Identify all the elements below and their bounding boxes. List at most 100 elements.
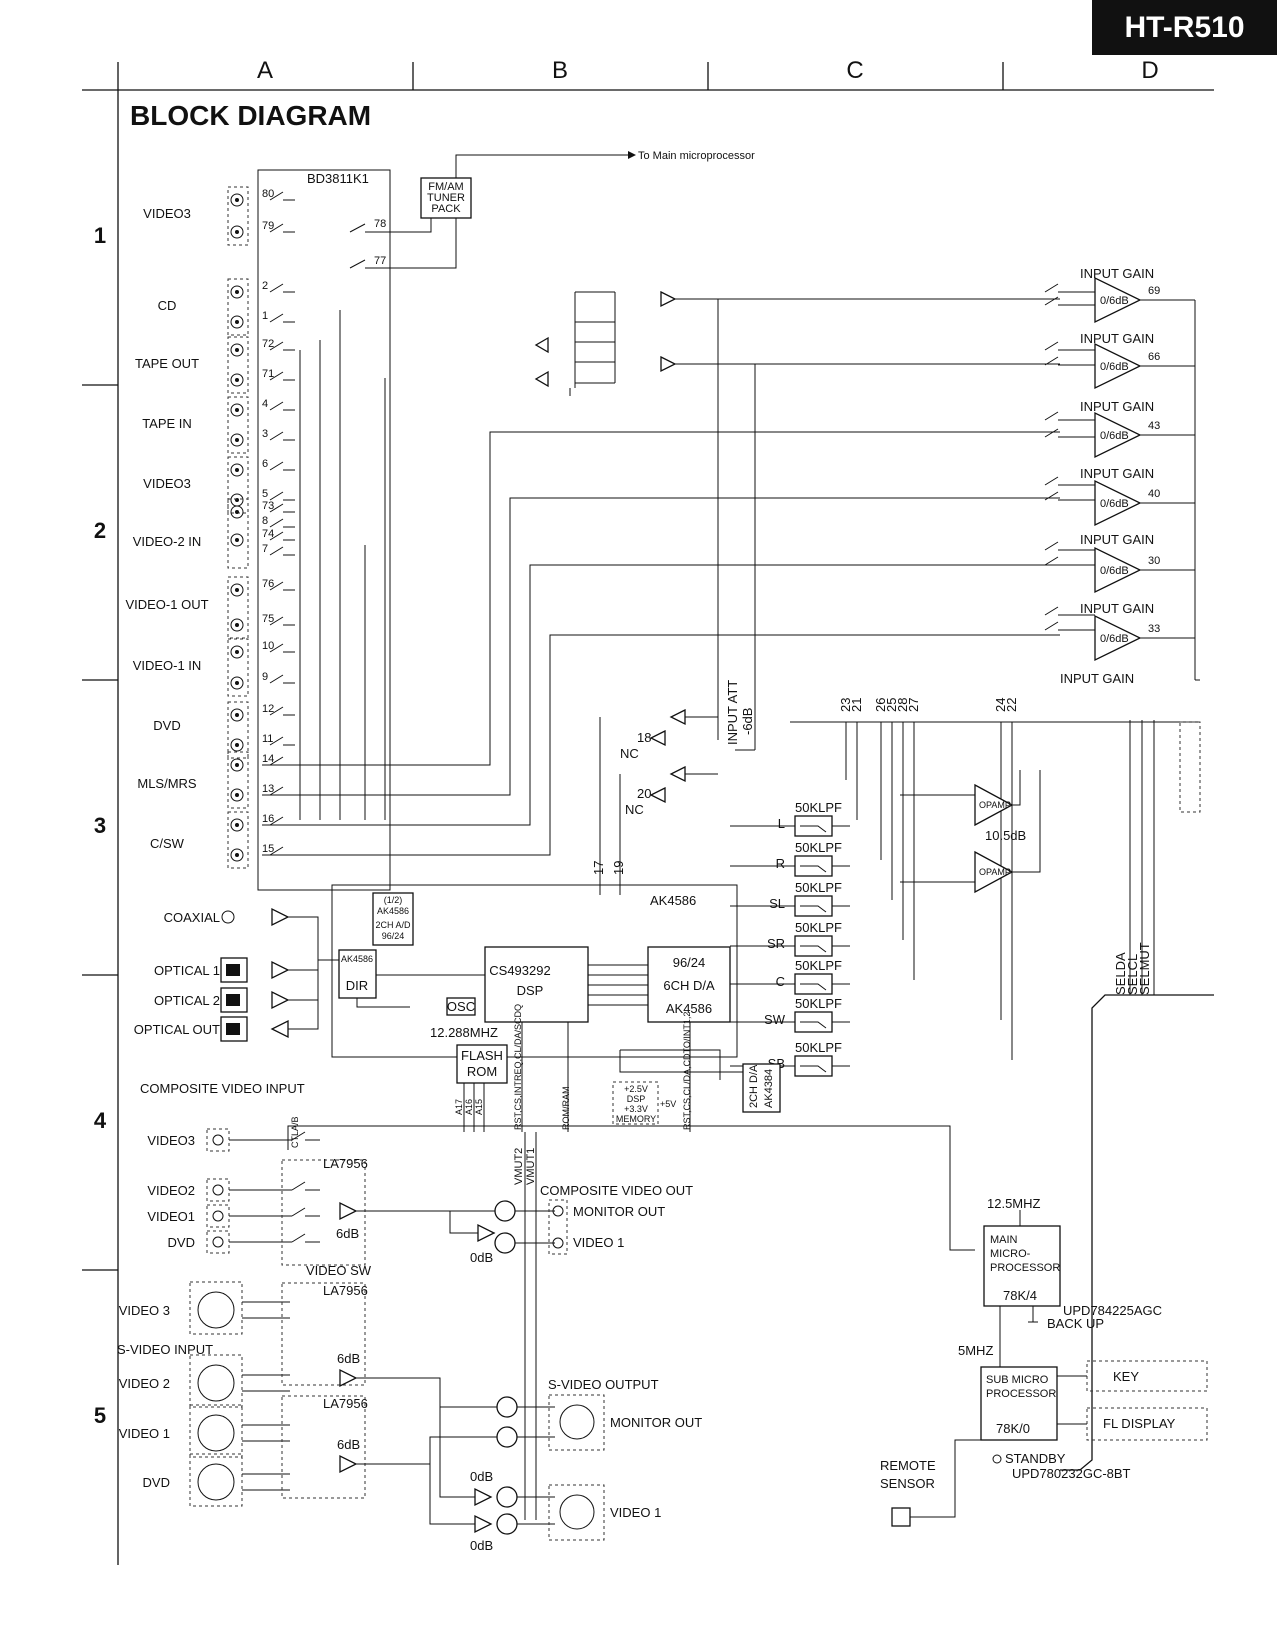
- bus-wire: [299, 310, 386, 820]
- jack-group: [227, 701, 249, 759]
- da2-label: 2CH D/A: [748, 1064, 760, 1108]
- rca-jack[interactable]: [230, 788, 244, 802]
- svideo-jack-box: [189, 1404, 243, 1458]
- pin-number: 14: [262, 753, 274, 765]
- audio-input-label: TAPE IN: [142, 416, 192, 431]
- jack-group: [227, 811, 249, 869]
- composite-jack[interactable]: [212, 1210, 224, 1222]
- optical-port: [226, 964, 240, 976]
- lpf-icon: [800, 825, 827, 833]
- pin-number: 13: [262, 783, 274, 795]
- svideo-monitor-jack[interactable]: [559, 1404, 595, 1440]
- rca-jack[interactable]: [230, 848, 244, 862]
- rca-jack[interactable]: [230, 315, 244, 329]
- digital-input-label: OPTICAL 1: [154, 963, 220, 978]
- la7956-label: LA7956: [323, 1156, 368, 1171]
- key-box: [1086, 1360, 1208, 1392]
- composite-jack[interactable]: [212, 1184, 224, 1196]
- gain-amp-label: 0/6dB: [1100, 498, 1129, 510]
- rca-jack[interactable]: [230, 505, 244, 519]
- audio-input-label: VIDEO-2 IN: [133, 534, 202, 549]
- coaxial-jack[interactable]: [221, 910, 235, 924]
- input-switch: [269, 313, 295, 323]
- tuner-label: TUNER: [427, 192, 465, 204]
- micro-wire: [1057, 1375, 1087, 1425]
- lpf-label: 50KLPF: [795, 840, 842, 855]
- rca-jack-core: [235, 320, 239, 324]
- svideo-jack[interactable]: [197, 1414, 235, 1452]
- ad-label: 2CH A/D: [375, 920, 411, 930]
- composite-jack[interactable]: [212, 1134, 224, 1146]
- pin-number: 40: [1148, 488, 1160, 500]
- sel-label: SELMUT: [1137, 942, 1152, 995]
- ad-label: AK4586: [377, 906, 409, 916]
- tuner-wire: [455, 154, 628, 178]
- rca-jack[interactable]: [230, 193, 244, 207]
- rca-jack[interactable]: [230, 818, 244, 832]
- digital-wire: [288, 959, 339, 971]
- bus-label: A17: [454, 1099, 464, 1115]
- composite-input-label: VIDEO2: [147, 1183, 195, 1198]
- rca-jack[interactable]: [230, 403, 244, 417]
- rca-jack[interactable]: [230, 676, 244, 690]
- svideo-input-label: DVD: [143, 1475, 170, 1490]
- pin-number: 66: [1148, 351, 1160, 363]
- gain-switch: [1044, 428, 1095, 438]
- da-block: [647, 946, 731, 1023]
- rca-jack[interactable]: [230, 738, 244, 752]
- bus-label: RST,CS,INTREQ,CL/DA/SCDQ: [513, 1004, 523, 1130]
- rca-jack[interactable]: [230, 463, 244, 477]
- rca-jack[interactable]: [230, 433, 244, 447]
- pin-number: 71: [262, 368, 274, 380]
- rca-jack[interactable]: [230, 225, 244, 239]
- rca-jack[interactable]: [230, 533, 244, 547]
- lpf-label: 50KLPF: [795, 996, 842, 1011]
- jack-group: [227, 498, 249, 569]
- svideo-jack[interactable]: [197, 1291, 235, 1329]
- rca-jack[interactable]: [230, 285, 244, 299]
- main-micro-label: MICRO-: [990, 1248, 1031, 1260]
- digital-block: [331, 884, 738, 1058]
- video-amp: [477, 1223, 496, 1243]
- tape-buffer: [534, 336, 549, 354]
- pin-number: 27: [906, 698, 921, 712]
- svideo-jack[interactable]: [197, 1463, 235, 1501]
- rca-jack[interactable]: [230, 758, 244, 772]
- vmut-wire: [524, 1132, 537, 1520]
- amp-gain: 0dB: [470, 1250, 493, 1265]
- la7956-label: LA7956: [323, 1396, 368, 1411]
- pin-number: 16: [262, 813, 274, 825]
- rca-jack[interactable]: [230, 373, 244, 387]
- rca-jack[interactable]: [230, 618, 244, 632]
- audio-input-label: DVD: [153, 718, 180, 733]
- monitor-out-jack[interactable]: [552, 1205, 564, 1217]
- rca-jack[interactable]: [230, 343, 244, 357]
- att-buffer: [649, 729, 666, 747]
- power-label: +5V: [660, 1099, 676, 1109]
- svideo-jack[interactable]: [197, 1364, 235, 1402]
- gain-amp: [1094, 276, 1142, 324]
- bus-label: ROM/RAM: [561, 1087, 571, 1131]
- jack-group: [227, 751, 249, 809]
- video1-out-jack[interactable]: [552, 1237, 564, 1249]
- pin-number: 4: [262, 398, 268, 410]
- da2-block: [742, 1063, 781, 1113]
- video-amp: [339, 1454, 358, 1474]
- pin-number: 75: [262, 613, 274, 625]
- rca-jack[interactable]: [230, 708, 244, 722]
- power-box: [612, 1081, 659, 1125]
- dir-label: DIR: [346, 978, 368, 993]
- lpf-icon: [800, 983, 827, 991]
- vmut-label: VMUT2: [513, 1148, 525, 1185]
- rca-jack[interactable]: [230, 645, 244, 659]
- flash-label: ROM: [467, 1064, 497, 1079]
- video-driver: [494, 1232, 516, 1254]
- amp-gain: 6dB: [336, 1226, 359, 1241]
- composite-jack[interactable]: [212, 1236, 224, 1248]
- pin-number: 69: [1148, 285, 1160, 297]
- svideo-video1-jack[interactable]: [559, 1494, 595, 1530]
- rca-jack[interactable]: [230, 583, 244, 597]
- pin-number: 21: [849, 698, 864, 712]
- rca-jack-core: [235, 623, 239, 627]
